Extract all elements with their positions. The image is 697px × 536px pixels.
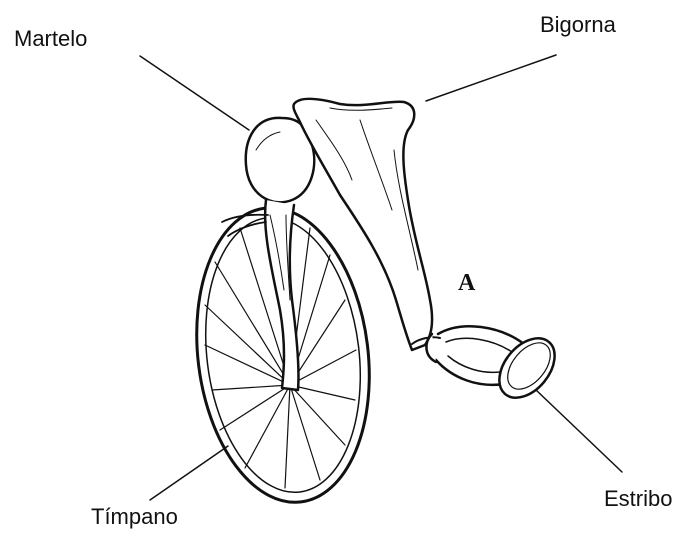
label-estribo: Estribo	[604, 486, 672, 512]
leader-line-martelo	[140, 56, 249, 130]
label-a-marker: A	[458, 270, 475, 297]
leader-line-estribo	[536, 390, 622, 472]
label-bigorna: Bigorna	[540, 12, 616, 38]
label-martelo: Martelo	[14, 26, 87, 52]
leader-line-timpano	[150, 446, 228, 500]
label-timpano: Tímpano	[91, 504, 178, 530]
leader-line-bigorna	[426, 55, 556, 101]
